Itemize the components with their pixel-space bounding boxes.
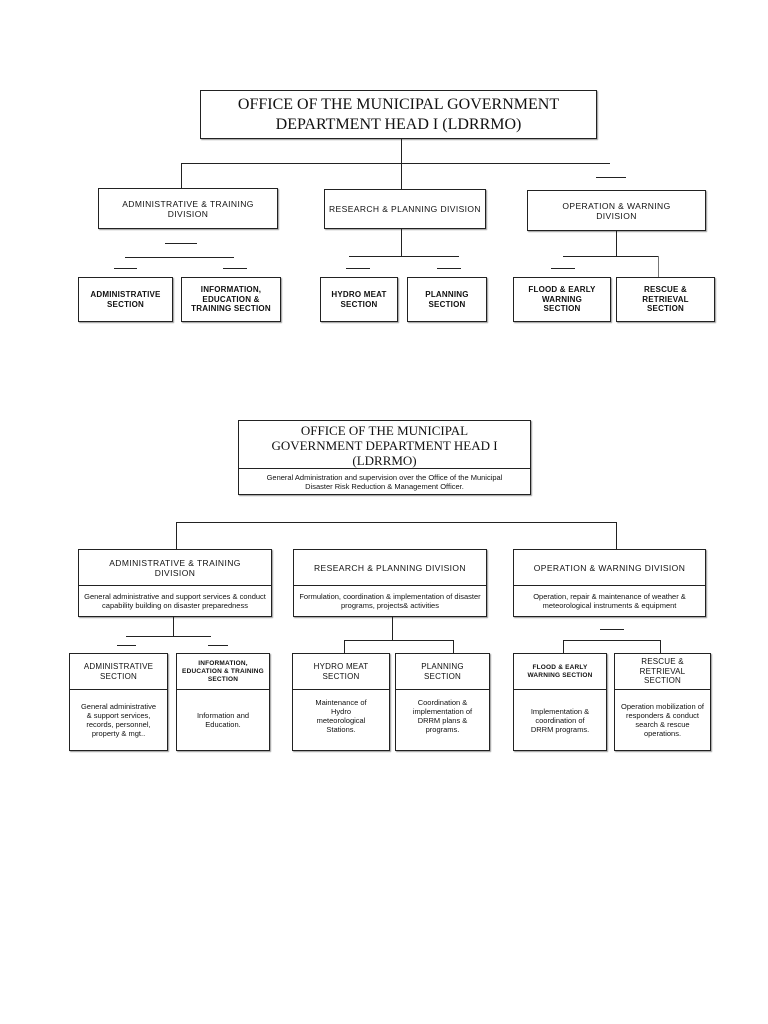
division-box-operation-warning: OPERATION & WARNING DIVISION [527, 190, 706, 231]
section-description: Implementation & coordination of DRRM pr… [514, 689, 606, 750]
connector [208, 645, 228, 646]
division-description: General administrative and support servi… [79, 585, 271, 616]
section-title: INFORMATION, EDUCATION & TRAINING SECTIO… [191, 285, 271, 314]
section-title: ADMINISTRATIVE SECTION [90, 290, 161, 309]
section-title: HYDRO MEAT SECTION [313, 662, 369, 681]
section-title: ADMINISTRATIVE SECTION [83, 662, 154, 681]
connector [401, 139, 402, 189]
division-title: ADMINISTRATIVE & TRAINING DIVISION [109, 557, 241, 578]
connector [344, 640, 454, 641]
connector [346, 268, 370, 269]
connector [658, 256, 659, 277]
department-head-box: OFFICE OF THE MUNICIPAL GOVERNMENT DEPAR… [238, 420, 531, 495]
division-box-admin-training: ADMINISTRATIVE & TRAINING DIVISION Gener… [78, 549, 272, 617]
division-title: RESEARCH & PLANNING DIVISION [329, 204, 481, 214]
connector [437, 268, 461, 269]
section-box: ADMINISTRATIVE SECTION [78, 277, 173, 322]
connector [181, 163, 182, 188]
section-title: INFORMATION, EDUCATION & TRAINING SECTIO… [182, 659, 264, 683]
section-description: General administrative & support service… [70, 689, 167, 750]
connector [616, 231, 617, 256]
connector [349, 256, 459, 257]
department-head-title: OFFICE OF THE MUNICIPAL GOVERNMENT DEPAR… [237, 95, 560, 133]
connector [165, 243, 197, 244]
connector [401, 229, 402, 256]
division-box-research-planning: RESEARCH & PLANNING DIVISION Formulation… [293, 549, 487, 617]
section-box: RESCUE & RETRIEVAL SECTION [616, 277, 715, 322]
connector [392, 617, 393, 640]
division-box-research-planning: RESEARCH & PLANNING DIVISION [324, 189, 486, 229]
section-box: RESCUE & RETRIEVAL SECTION Operation mob… [614, 653, 711, 751]
section-box: INFORMATION, EDUCATION & TRAINING SECTIO… [181, 277, 281, 322]
division-title: OPERATION & WARNING DIVISION [562, 200, 671, 221]
connector [344, 640, 345, 653]
connector [173, 617, 174, 636]
section-description: Operation mobilization of responders & c… [615, 689, 710, 750]
connector [551, 268, 575, 269]
connector [596, 177, 626, 178]
division-box-operation-warning: OPERATION & WARNING DIVISION Operation, … [513, 549, 706, 617]
section-title: FLOOD & EARLY WARNING SECTION [527, 663, 593, 679]
section-box: INFORMATION, EDUCATION & TRAINING SECTIO… [176, 653, 270, 751]
division-box-admin-training: ADMINISTRATIVE & TRAINING DIVISION [98, 188, 278, 229]
connector [563, 640, 564, 653]
department-head-description: General Administration and supervision o… [239, 468, 530, 494]
connector [660, 640, 661, 653]
connector [181, 163, 610, 164]
section-box: HYDRO MEAT SECTION Maintenance of Hydro … [292, 653, 390, 751]
division-title: RESEARCH & PLANNING DIVISION [314, 562, 466, 573]
section-box: FLOOD & EARLY WARNING SECTION [513, 277, 611, 322]
division-title: ADMINISTRATIVE & TRAINING DIVISION [122, 198, 254, 219]
section-title: PLANNING SECTION [421, 662, 464, 681]
connector [223, 268, 247, 269]
section-box: PLANNING SECTION Coordination & implemen… [395, 653, 490, 751]
department-head-title: OFFICE OF THE MUNICIPAL GOVERNMENT DEPAR… [271, 423, 498, 468]
connector [117, 645, 136, 646]
connector [563, 640, 660, 641]
connector [453, 640, 454, 653]
section-title: FLOOD & EARLY WARNING SECTION [528, 285, 596, 314]
division-description: Formulation, coordination & implementati… [294, 585, 486, 616]
connector [176, 522, 617, 523]
connector [600, 629, 624, 630]
section-box: PLANNING SECTION [407, 277, 487, 322]
section-description: Coordination & implementation of DRRM pl… [396, 689, 489, 750]
section-title: PLANNING SECTION [425, 290, 469, 309]
division-title: OPERATION & WARNING DIVISION [533, 562, 686, 573]
section-box: HYDRO MEAT SECTION [320, 277, 398, 322]
section-title: RESCUE & RETRIEVAL SECTION [639, 657, 686, 686]
department-head-box: OFFICE OF THE MUNICIPAL GOVERNMENT DEPAR… [200, 90, 597, 139]
section-description: Information and Education. [177, 689, 269, 750]
section-description: Maintenance of Hydro meteorological Stat… [293, 689, 389, 750]
connector [176, 522, 177, 549]
division-description: Operation, repair & maintenance of weath… [514, 585, 705, 616]
connector [616, 522, 617, 549]
connector [563, 256, 658, 257]
section-box: ADMINISTRATIVE SECTION General administr… [69, 653, 168, 751]
section-title: HYDRO MEAT SECTION [331, 290, 387, 309]
connector [114, 268, 137, 269]
connector [126, 636, 211, 637]
section-box: FLOOD & EARLY WARNING SECTION Implementa… [513, 653, 607, 751]
connector [125, 257, 234, 258]
section-title: RESCUE & RETRIEVAL SECTION [642, 285, 689, 314]
